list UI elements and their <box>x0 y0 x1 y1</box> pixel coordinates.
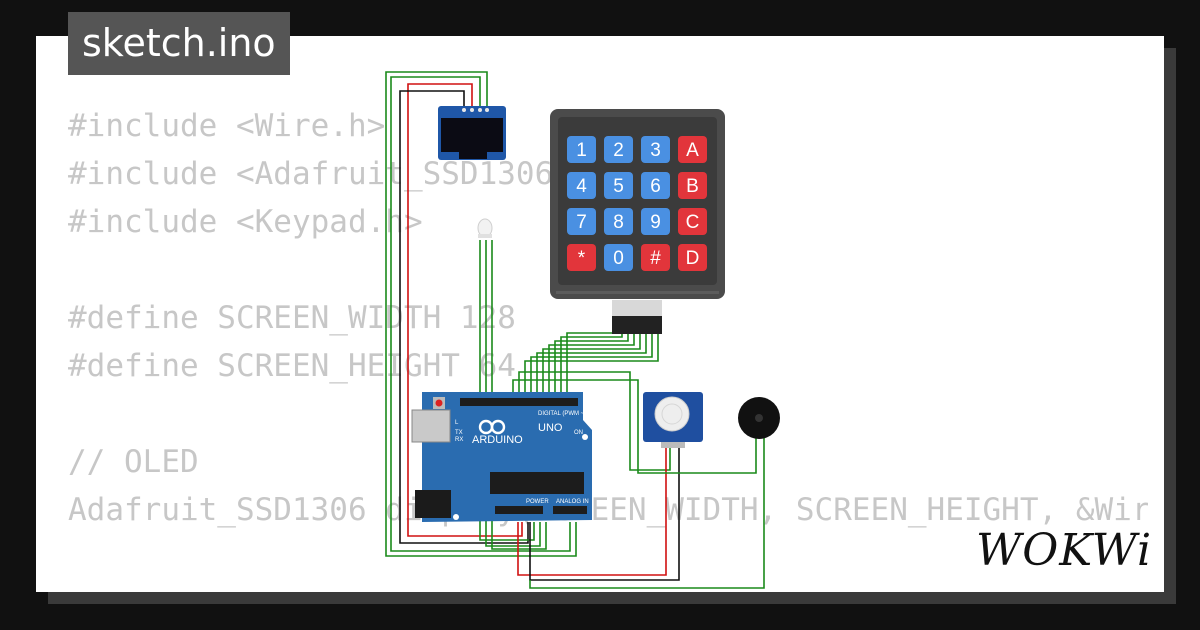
arduino-logo-icon <box>478 419 506 435</box>
keypad-key-label: A <box>686 140 699 161</box>
wire <box>529 438 765 589</box>
arduino-brand-label: ARDUINO <box>472 434 523 446</box>
keypad-key[interactable]: C <box>678 208 707 235</box>
wire <box>517 446 667 576</box>
wire <box>529 446 680 581</box>
wire <box>530 322 653 397</box>
keypad-key[interactable]: # <box>641 244 670 271</box>
code-preview: #include <Wire.h> #include <Adafruit_SSD1… <box>68 102 1148 592</box>
arduino-model-label: UNO <box>538 422 563 434</box>
code-line: #define SCREEN_WIDTH 128 <box>68 300 516 336</box>
keypad-key[interactable]: B <box>678 172 707 199</box>
keypad-key-label: * <box>578 248 586 269</box>
keypad-key[interactable]: 3 <box>641 136 670 163</box>
on-label: ON <box>574 430 583 436</box>
digital-label: DIGITAL (PWM ~) <box>538 411 586 417</box>
rx-label: RX <box>455 437 463 443</box>
keypad-key-label: 6 <box>650 176 661 197</box>
wokwi-logo[interactable]: WOKWi <box>976 525 1153 576</box>
keypad-key-label: 0 <box>613 248 624 269</box>
keypad-key[interactable]: 8 <box>604 208 633 235</box>
code-line: #define SCREEN_HEIGHT 64 <box>68 348 516 384</box>
keypad-key[interactable]: 0 <box>604 244 633 271</box>
analog-label: ANALOG IN <box>556 499 589 505</box>
keypad-key[interactable]: 2 <box>604 136 633 163</box>
buzzer[interactable] <box>738 397 780 439</box>
keypad[interactable]: 1 2 3 A 4 5 6 B 7 8 9 C * 0 # D <box>550 109 725 334</box>
l-label: L <box>455 420 459 426</box>
keypad-key-label: 9 <box>650 212 661 233</box>
keypad-key[interactable]: 5 <box>604 172 633 199</box>
code-line: // PIR Sensor <box>68 582 1148 592</box>
arduino-uno[interactable]: ARDUINO UNO DIGITAL (PWM ~) POWER ANALOG… <box>411 392 592 522</box>
wire <box>518 371 671 471</box>
keypad-key[interactable]: A <box>678 136 707 163</box>
keypad-key[interactable]: 1 <box>567 136 596 163</box>
wire <box>407 83 523 537</box>
code-line: #include <Wire.h> <box>68 108 386 144</box>
keypad-key-label: 1 <box>576 140 587 161</box>
wire <box>536 322 647 397</box>
wires <box>385 71 765 589</box>
code-line: // OLED <box>68 444 199 480</box>
keypad-key[interactable]: 9 <box>641 208 670 235</box>
wire <box>385 71 577 557</box>
led[interactable] <box>477 218 493 238</box>
wire <box>512 379 757 474</box>
keypad-key-label: B <box>686 176 699 197</box>
keypad-key-label: 8 <box>613 212 624 233</box>
keypad-key[interactable]: * <box>567 244 596 271</box>
file-tab-label[interactable]: sketch.ino <box>68 12 290 75</box>
keypad-key[interactable]: 6 <box>641 172 670 199</box>
keypad-key-label: 4 <box>576 176 587 197</box>
wire <box>524 322 659 397</box>
keypad-key[interactable]: D <box>678 244 707 271</box>
keypad-key-label: 5 <box>613 176 624 197</box>
wire <box>542 322 641 397</box>
keypad-key-label: 3 <box>650 140 661 161</box>
tx-label: TX <box>455 430 463 436</box>
keypad-key-label: 2 <box>613 140 624 161</box>
wire <box>390 76 571 552</box>
keypad-key-label: 7 <box>576 212 587 233</box>
keypad-key[interactable]: 4 <box>567 172 596 199</box>
keypad-key-label: C <box>686 212 700 233</box>
keypad-key-label: # <box>650 248 661 269</box>
pir-sensor[interactable] <box>643 392 703 448</box>
code-line: #include <Adafruit_SSD1306.h> <box>68 156 610 192</box>
power-label: POWER <box>526 499 549 505</box>
keypad-key-label: D <box>686 248 700 269</box>
wire <box>566 322 617 397</box>
keypad-key[interactable]: 7 <box>567 208 596 235</box>
oled-display[interactable] <box>438 106 506 160</box>
wire <box>479 240 535 541</box>
